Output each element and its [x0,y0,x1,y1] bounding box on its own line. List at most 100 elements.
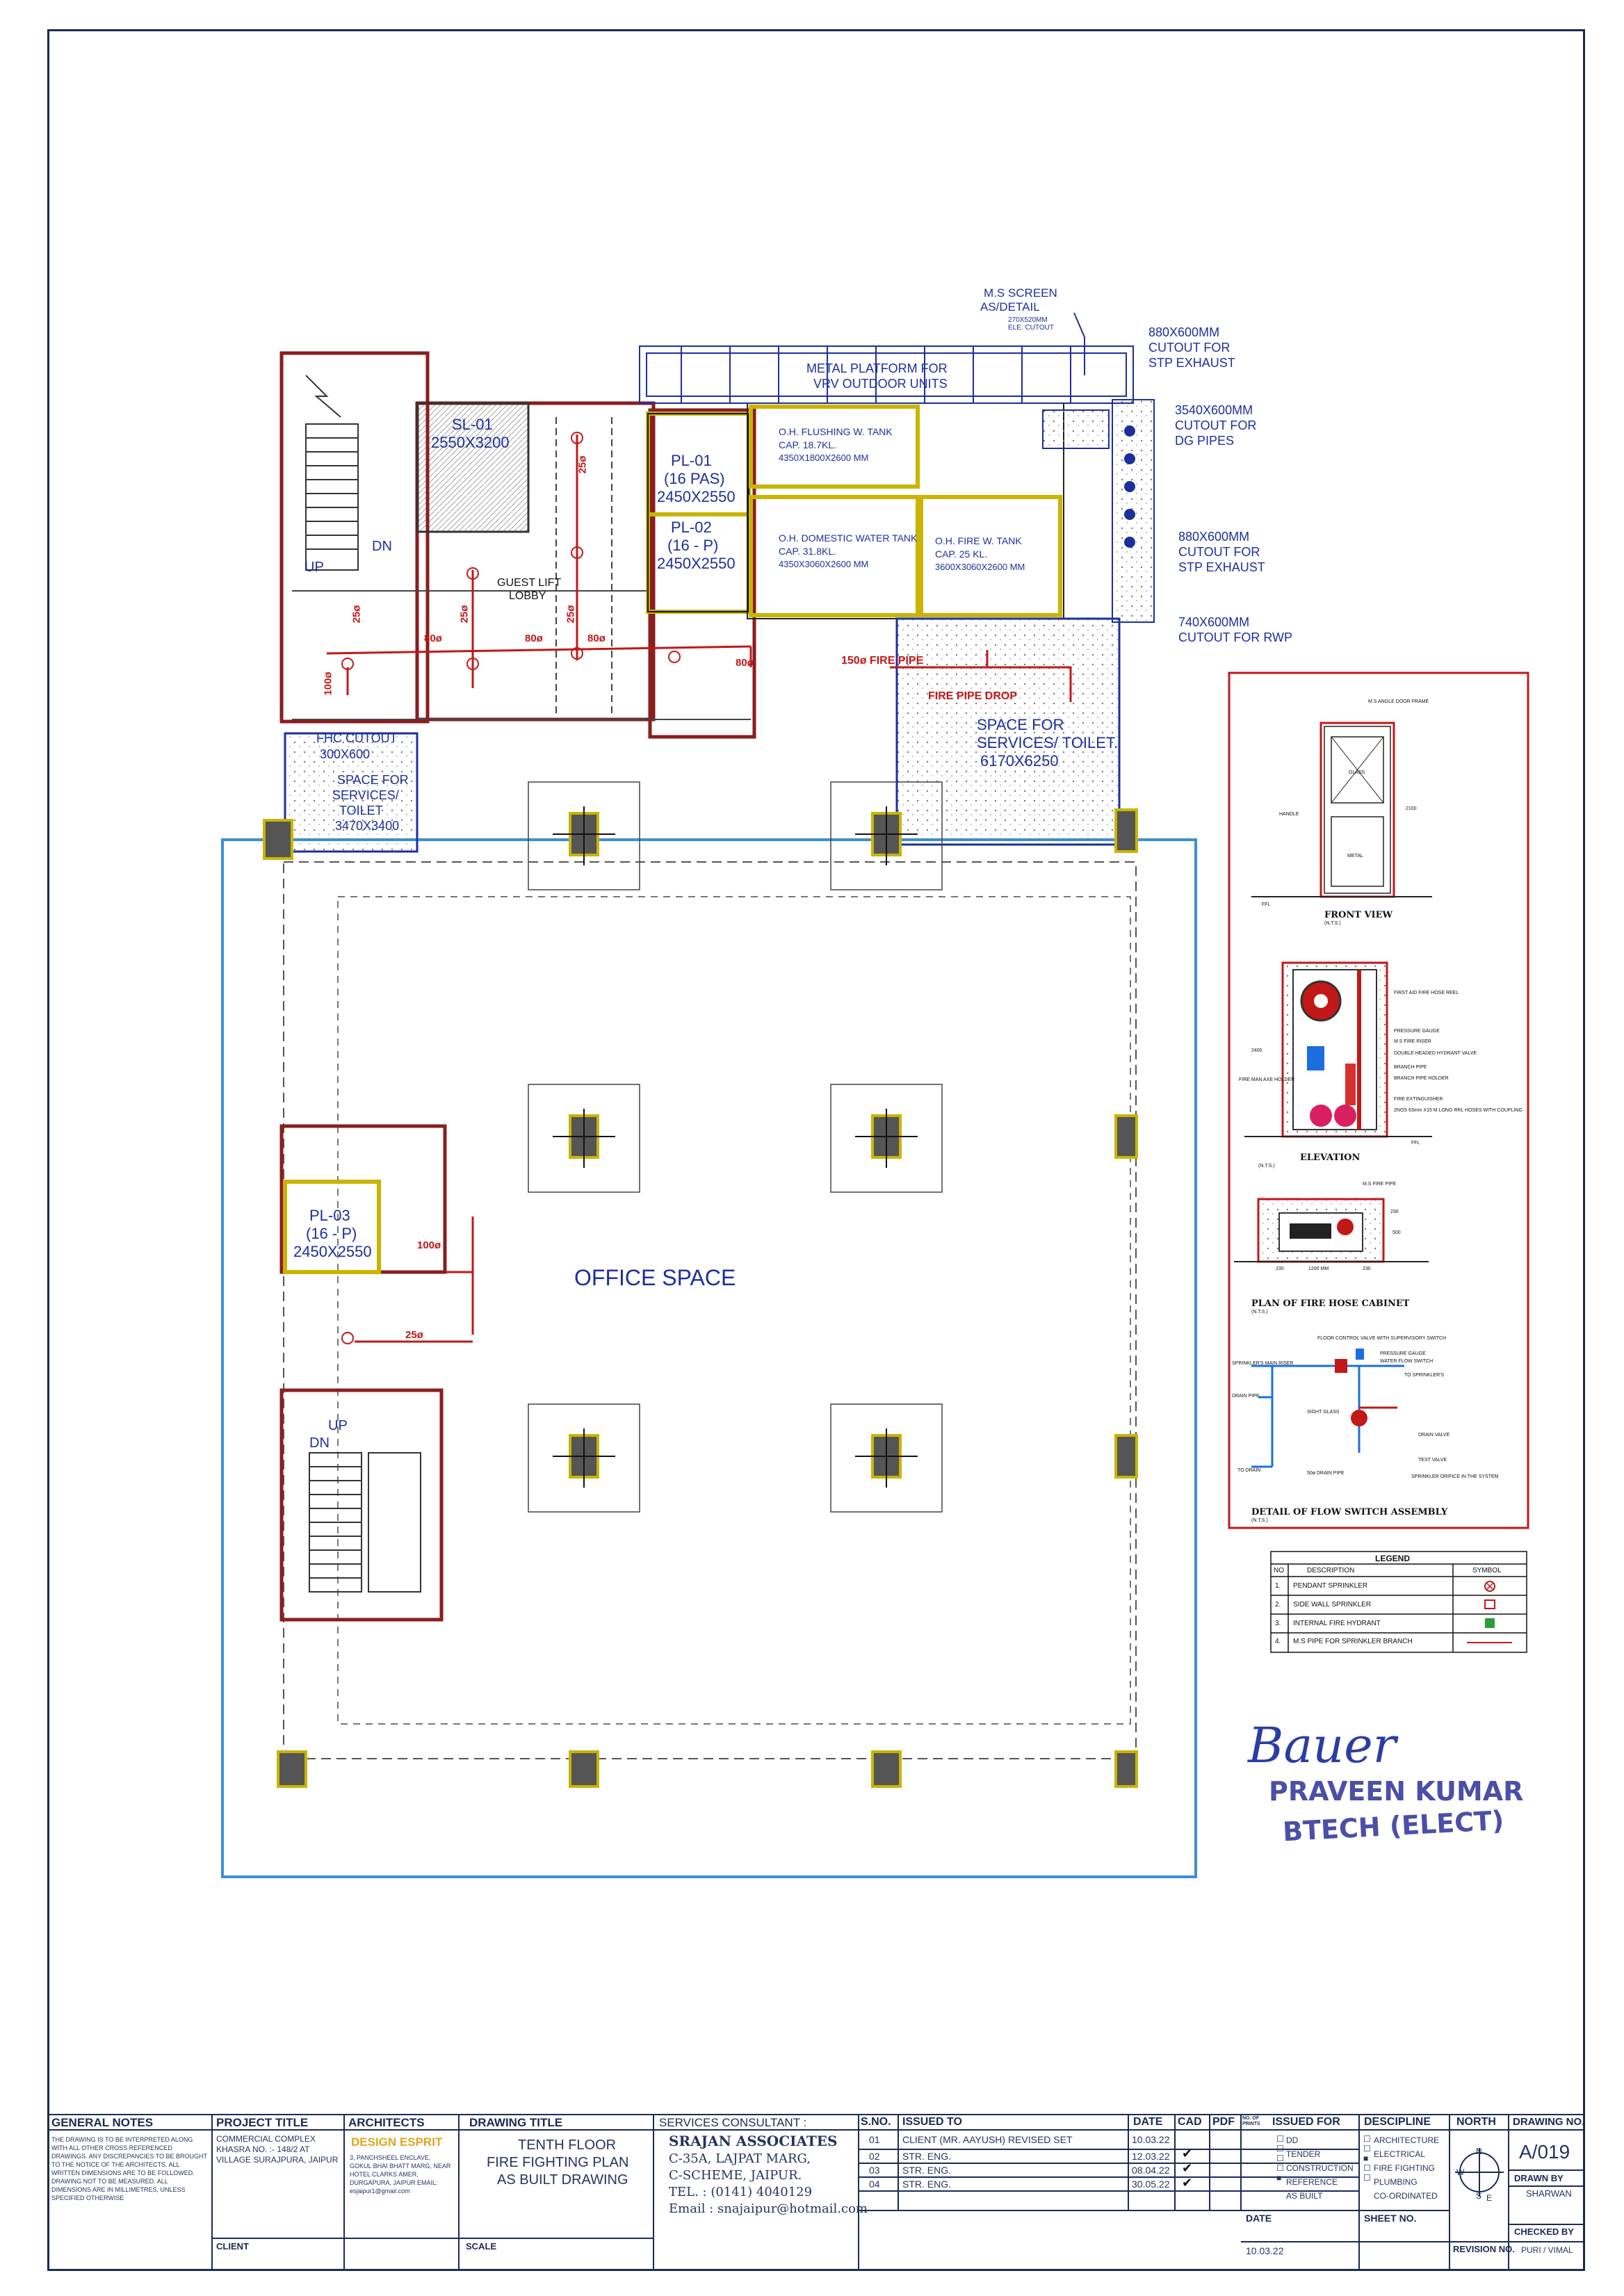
project-title-label: PROJECT TITLE [216,2116,309,2129]
consultant-email: Email : snajaipur@hotmail.com [669,2201,868,2216]
issue-row-to: STR. ENG. [902,2151,952,2162]
issue-row-date: 10.03.22 [1132,2134,1170,2145]
services-space [895,617,1121,846]
double-headed-label: DOUBLE HEADED HYDRANT VALVE [1394,1051,1477,1056]
pipe-25-d: 25ø [565,605,577,624]
oh-flushing-3: 4350X1800X2600 MM [779,453,869,463]
legend-header-symbol: SYMBOL [1472,1567,1502,1574]
hoses-label: 2NOS 63mm X15 M LONG RRL HOSES WITH COUP… [1394,1108,1522,1113]
services-toilet-2: SERVICES/ TOILET. [977,734,1118,751]
oh-fire-1: O.H. FIRE W. TANK [935,535,1022,546]
checkbox-icon[interactable]: ☐☐■☐☐ [1363,2134,1371,2183]
stamp-name: PRAVEEN KUMAR [1269,1776,1524,1807]
legend-row-no: 1. [1275,1582,1281,1590]
office-space-label: OFFICE SPACE [574,1265,736,1290]
stair-top [305,375,359,571]
stair-bottom [279,1388,444,1622]
glass-label: GLASS [1349,770,1365,775]
sl01-size: 2550X3200 [431,434,510,451]
services-space-left [284,732,419,853]
dim-230c: 230 [1363,1267,1371,1271]
discipline-label: DESCIPLINE [1364,2116,1431,2128]
handle-label: HANDLE [1279,812,1299,817]
metal-platform [639,312,1134,404]
height-2400: 2400 [1251,1048,1262,1053]
issue-row-to: STR. ENG. [902,2179,952,2190]
elevation-title: ELEVATION [1300,1153,1361,1163]
consultant-addr2: C-SCHEME, JAIPUR. [669,2168,802,2183]
issue-row-date: 12.03.22 [1132,2151,1170,2162]
fire-man-axe-label: FIRE MAN AXE HOLDER [1239,1077,1295,1082]
legend-row-desc: M.S PIPE FOR SPRINKLER BRANCH [1293,1638,1413,1645]
columns [263,808,1138,1788]
oh-flushing-2: CAP. 18.7KL. [779,439,837,450]
services-toilet-1: SPACE FOR [977,716,1064,733]
cutout-rwp-size: 740X600MM [1178,615,1250,629]
ms-angle-door-label: M.S ANGLE DOOR FRAME [1368,699,1429,704]
corridor-lines [292,417,751,720]
test-valve-label: TEST VALVE [1418,1458,1447,1463]
pl03-cap: (16 - P) [306,1225,357,1242]
drawn-by-label: DRAWN BY [1514,2173,1564,2183]
legend-row-desc: SIDE WALL SPRINKLER [1293,1601,1372,1609]
pl03-name: PL-03 [309,1207,350,1224]
discipline-item: CO-ORDINATED [1374,2191,1438,2201]
lift-shafts [646,412,751,614]
oh-domestic-1: O.H. DOMESTIC WATER TANK [779,532,918,544]
compass-s: S [1476,2191,1482,2201]
legend-symbols [1467,1581,1512,1643]
cad-check-icon: ✔✔✔ [1182,2147,1193,2190]
height-2100: 2100 [1406,806,1417,811]
cutout-stp-1-target: STP EXHAUST [1148,356,1235,370]
signature: Bauer [1248,1717,1397,1774]
compass-e: E [1486,2193,1493,2203]
services-consultant-label: SERVICES CONSULTANT : [659,2116,807,2129]
lift-pl03 [279,1124,447,1274]
branch-pipe-label: BRANCH PIPE [1394,1065,1427,1070]
slab-outline [221,838,1197,1878]
architect-name: DESIGN ESPRIT [351,2135,443,2149]
ms-screen-detail-label: AS/DETAIL [980,300,1040,314]
oh-flushing-1: O.H. FLUSHING W. TANK [779,426,893,437]
sheet-no-label: SHEET NO. [1364,2213,1417,2224]
cutout-dg-size: 3540X600MM [1175,403,1253,417]
pipe-80-b: 80ø [525,633,543,644]
services-left-3: TOILET [339,804,383,817]
fire-pipe-label: 150ø FIRE PIPE [841,655,924,667]
dim-500: 500 [1392,1230,1401,1235]
pl01-cap: (16 PAS) [664,470,725,487]
discipline-item: ELECTRICAL [1374,2149,1426,2159]
checkbox-icon[interactable]: ☐☐☐☐■ [1276,2134,1284,2183]
issued-for-label: ISSUED FOR [1272,2116,1340,2128]
issue-header-pdf: PDF [1212,2116,1235,2128]
drawing-title-1: TENTH FLOOR [518,2138,617,2153]
sight-glass-label: SIGHT GLASS [1307,1410,1340,1415]
drawing-no: A/019 [1519,2141,1570,2163]
inner-dashed-boundary [283,861,1137,1759]
cutout-stp-1-text: CUTOUT FOR [1148,341,1231,355]
pl02-cap: (16 - P) [667,537,719,554]
pipe-80-a: 80ø [424,633,442,644]
services-left-1: SPACE FOR [337,773,409,787]
issued-for-item: TENDER [1286,2149,1321,2159]
drawing-no-label: DRAWING NO. [1513,2116,1585,2128]
cutout-rwp-text: CUTOUT FOR RWP [1178,630,1293,644]
to-sprinklers-label: TO SPRINKLER'S [1404,1373,1445,1378]
oh-fire-2: CAP. 25 KL. [935,548,988,560]
date-label: DATE [1246,2213,1272,2224]
guest-lift-lobby-2: LOBBY [509,590,546,602]
scale-label: SCALE [466,2241,497,2252]
floor-control-valve-label: FLOOR CONTROL VALVE WITH SUPERVISORY SWI… [1317,1336,1447,1341]
revision-label: REVISION NO. [1453,2244,1515,2254]
ms-screen-label: M.S SCREEN [984,286,1057,300]
front-view-title: FRONT VIEW [1324,910,1393,920]
pipe-80-d: 80ø [736,657,754,669]
project-title: COMMERCIAL COMPLEX KHASRA NO. :- 148/2 A… [216,2134,339,2165]
branch-pipe-holder-label: BRANCH PIPE HOLDER [1394,1076,1449,1081]
drawing-title-label: DRAWING TITLE [469,2116,563,2129]
metal-label: METAL [1347,854,1363,858]
discipline-item: FIRE FIGHTING [1374,2163,1435,2173]
general-notes-text: THE DRAWING IS TO BE INTERPRETED ALONG W… [51,2136,207,2201]
guest-lift-lobby-1: GUEST LIFT [497,577,562,589]
issued-for-item: AS BUILT [1286,2191,1323,2201]
